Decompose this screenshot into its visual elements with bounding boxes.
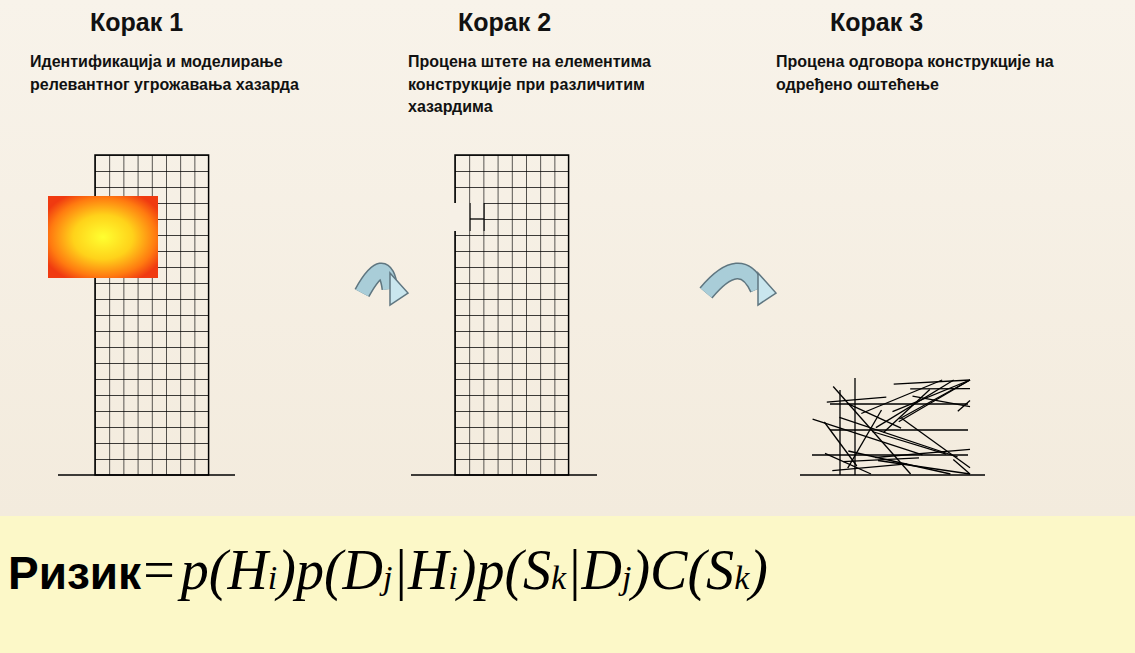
step-column: Корак 1 Идентификација и моделирање релев… xyxy=(30,8,362,480)
step-description: Процена одговора конструкције на одређен… xyxy=(776,51,1106,96)
fire-hazard xyxy=(48,196,158,278)
formula-term: )p(D xyxy=(277,538,383,602)
formula-term: |D xyxy=(566,538,622,602)
formula-subscript: i xyxy=(268,559,277,597)
formula-term: ) xyxy=(749,538,768,602)
formula-subscript: i xyxy=(448,559,457,597)
step-description: Процена штете на елементима конструкције… xyxy=(408,51,706,119)
formula-subscript: j xyxy=(622,559,631,597)
curved-arrow xyxy=(706,271,776,305)
formula-word: Ризик xyxy=(8,546,141,600)
risk-formula: Ризик=p(Hi)p(Dj|Hi)p(Sk|Dj)C(Sk) xyxy=(8,538,768,602)
formula-term: p(H xyxy=(181,538,268,602)
step-column: Корак 2 Процена штете на елементима конст… xyxy=(408,8,706,480)
step-description: Идентификација и моделирање релевантног … xyxy=(30,51,362,96)
curved-arrow xyxy=(362,271,408,305)
formula-term: |H xyxy=(392,538,448,602)
formula-subscript: k xyxy=(734,559,749,597)
building-collapsed xyxy=(800,378,985,475)
building-damaged xyxy=(411,155,597,475)
formula-subscript: j xyxy=(383,559,392,597)
formula-band xyxy=(0,516,1135,653)
formula-term: )p(S xyxy=(458,538,551,602)
step-heading: Корак 3 xyxy=(776,8,1106,37)
equals-sign: = xyxy=(143,538,175,602)
step-column: Корак 3 Процена одговора конструкције на … xyxy=(776,8,1106,480)
step-heading: Корак 2 xyxy=(408,8,706,37)
formula-term: )C(S xyxy=(631,538,734,602)
upper-ground xyxy=(0,0,1135,516)
step-heading: Корак 1 xyxy=(30,8,362,37)
formula-subscript: k xyxy=(551,559,566,597)
